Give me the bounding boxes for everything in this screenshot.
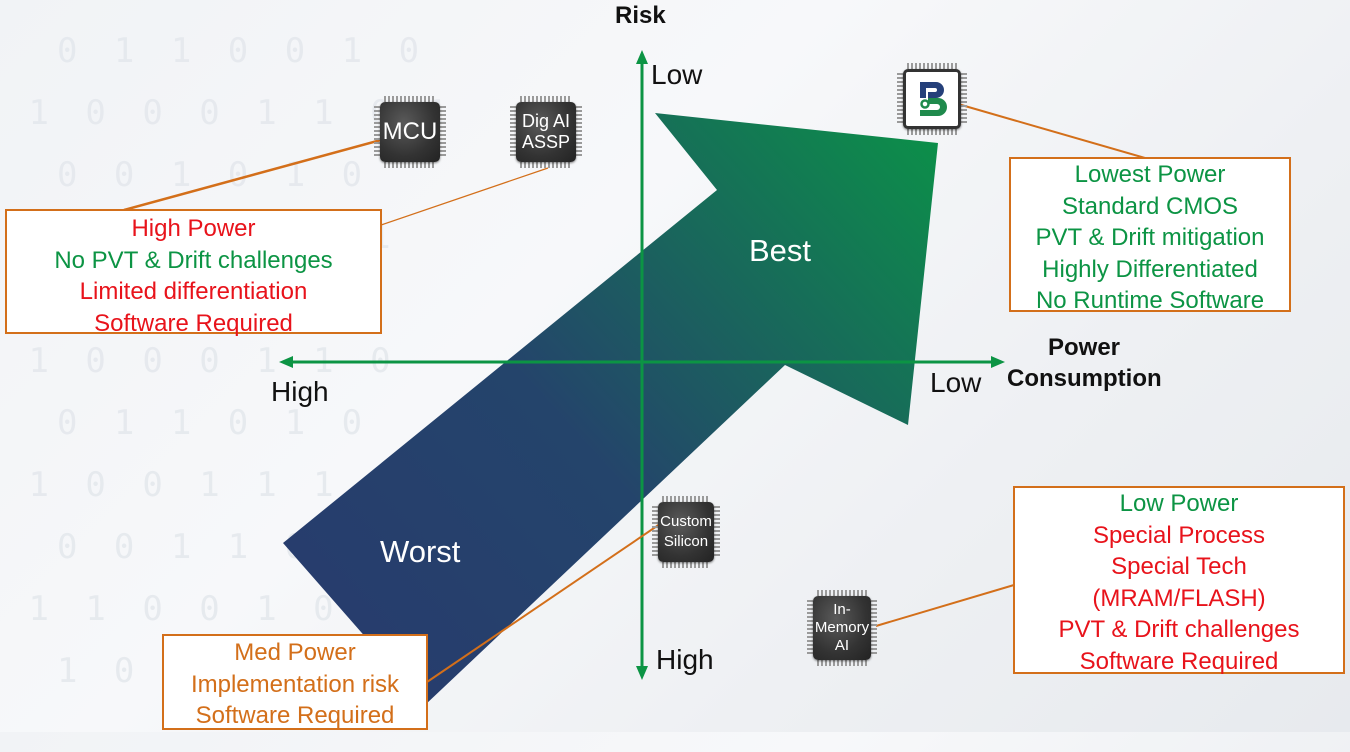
risk-axis-title: Risk xyxy=(615,2,666,29)
callout-brand: Lowest Power Standard CMOS PVT & Drift m… xyxy=(1009,157,1291,314)
callout-line: Med Power xyxy=(234,639,356,666)
best-label: Best xyxy=(749,233,812,268)
callout-line: Lowest Power xyxy=(1074,161,1226,188)
horizontal-axis-left-arrowhead xyxy=(279,356,293,368)
callout-line: No PVT & Drift challenges xyxy=(54,246,333,274)
callout-in-memory: Low Power Special Process Special Tech (… xyxy=(1013,486,1345,675)
chip-in-memory-label-line3: AI xyxy=(834,637,850,654)
callout-line: Low Power xyxy=(1119,490,1239,517)
risk-low-label: Low xyxy=(651,59,703,90)
horizontal-axis xyxy=(279,356,1005,368)
power-low-label: Low xyxy=(930,367,982,398)
callout-line: Software Required xyxy=(94,309,293,337)
chip-mcu-label: MCU xyxy=(382,118,438,145)
chip-dig-ai-label-line2: ASSP xyxy=(521,132,571,152)
chip-mcu: MCU xyxy=(372,94,448,170)
power-axis-title-line2: Consumption xyxy=(1007,365,1162,392)
callout-line: No Runtime Software xyxy=(1035,287,1265,314)
risk-high-label: High xyxy=(656,644,714,675)
chip-dig-ai-assp: Dig AI ASSP xyxy=(508,94,584,170)
power-axis-title-line1: Power xyxy=(1048,334,1121,361)
connector-custom-silicon xyxy=(426,523,661,683)
callout-line: (MRAM/FLASH) xyxy=(1092,584,1266,612)
chip-custom-label-line2: Silicon xyxy=(663,533,709,550)
callout-custom-silicon: Med Power Implementation risk Software R… xyxy=(162,634,428,730)
callout-line: Software Required xyxy=(1079,647,1279,675)
callout-line: Limited differentiation xyxy=(79,278,308,305)
worst-to-best-arrow xyxy=(283,113,938,705)
callout-line: Special Process xyxy=(1092,521,1266,549)
horizontal-axis-right-arrowhead xyxy=(991,356,1005,368)
chip-brand-logo xyxy=(895,61,969,137)
connector-dig-ai-assp xyxy=(380,167,549,226)
chip-custom-silicon: Custom Silicon xyxy=(650,494,722,570)
callout-line: PVT & Drift challenges xyxy=(1058,616,1300,643)
callout-line: Special Tech xyxy=(1111,553,1247,580)
chip-dig-ai-label-line1: Dig AI xyxy=(521,111,571,131)
connector-mcu xyxy=(123,135,393,212)
chip-custom-label-line1: Custom xyxy=(660,513,712,530)
chip-in-memory-ai: In- Memory AI xyxy=(805,588,879,668)
vertical-axis-top-arrowhead xyxy=(636,50,648,64)
callout-line: Highly Differentiated xyxy=(1042,255,1258,283)
vertical-axis xyxy=(636,50,648,680)
worst-label: Worst xyxy=(380,534,461,569)
callout-mcu-assp: High Power No PVT & Drift challenges Lim… xyxy=(5,209,382,337)
vertical-axis-bottom-arrowhead xyxy=(636,666,648,680)
connector-brand xyxy=(957,103,1146,159)
diagram-canvas xyxy=(123,50,1146,705)
callout-line: Software Required xyxy=(195,702,395,729)
callout-line: Implementation risk xyxy=(190,670,400,698)
power-high-label: High xyxy=(271,376,329,407)
callout-line: High Power xyxy=(131,215,256,242)
chip-in-memory-label-line1: In- xyxy=(833,601,851,618)
brand-logo-icon xyxy=(920,82,947,116)
chip-in-memory-label-line2: Memory xyxy=(814,619,870,636)
connector-in-memory-ai xyxy=(875,584,1015,627)
callout-line: PVT & Drift mitigation xyxy=(1035,224,1265,251)
callout-line: Standard CMOS xyxy=(1061,192,1239,220)
